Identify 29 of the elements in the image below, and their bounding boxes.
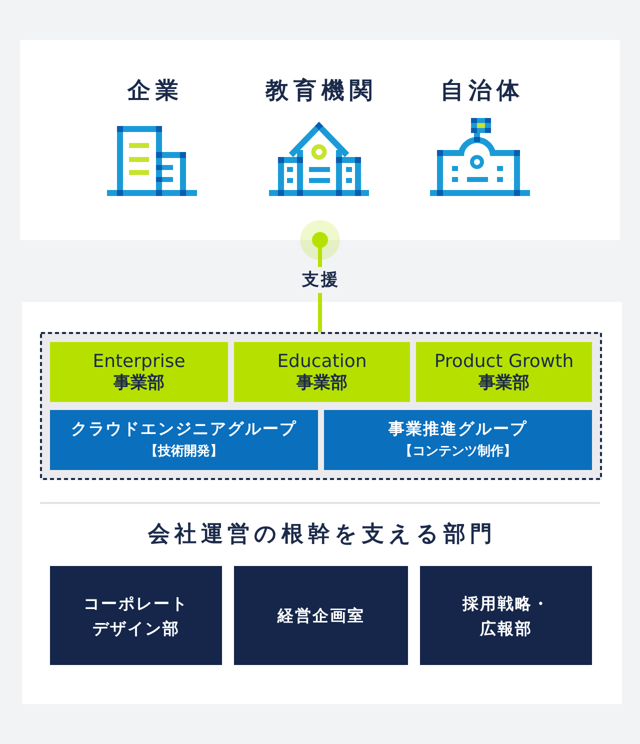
- department-box: [416, 342, 592, 402]
- department-name: Enterprise: [92, 350, 186, 372]
- department-name: Product Growth: [434, 350, 574, 372]
- department-box: [234, 566, 408, 665]
- department-box: [234, 342, 410, 402]
- department-name: 採用戦略・広報部: [461, 592, 551, 640]
- category-label: 教育機関: [264, 76, 378, 106]
- group-box: [50, 410, 318, 470]
- group-name: クラウドエンジニアグループ: [70, 418, 298, 440]
- group-name: 事業推進グループ: [388, 418, 528, 440]
- group-role: 【技術開発】: [145, 443, 223, 461]
- department-box: [420, 566, 592, 665]
- dotted-frame: [40, 332, 602, 480]
- department-box: [50, 566, 222, 665]
- department-name: 経営企画室: [276, 605, 366, 627]
- category-label: 自治体: [440, 77, 524, 106]
- division-label: 事業部: [114, 372, 164, 394]
- group-role: 【コンテンツ制作】: [400, 443, 516, 461]
- category-label: 企業: [126, 77, 184, 106]
- department-name: コーポレートデザイン部: [82, 592, 190, 640]
- section-heading: 会社運営の根幹を支える部門: [146, 521, 496, 549]
- department-name: Education: [277, 350, 367, 372]
- connector-line: [300, 220, 340, 332]
- panel: [22, 302, 622, 704]
- panel: [20, 40, 620, 240]
- department-box: [50, 342, 228, 402]
- group-box: [324, 410, 592, 470]
- division-label: 事業部: [478, 372, 530, 394]
- division-label: 事業部: [296, 372, 348, 394]
